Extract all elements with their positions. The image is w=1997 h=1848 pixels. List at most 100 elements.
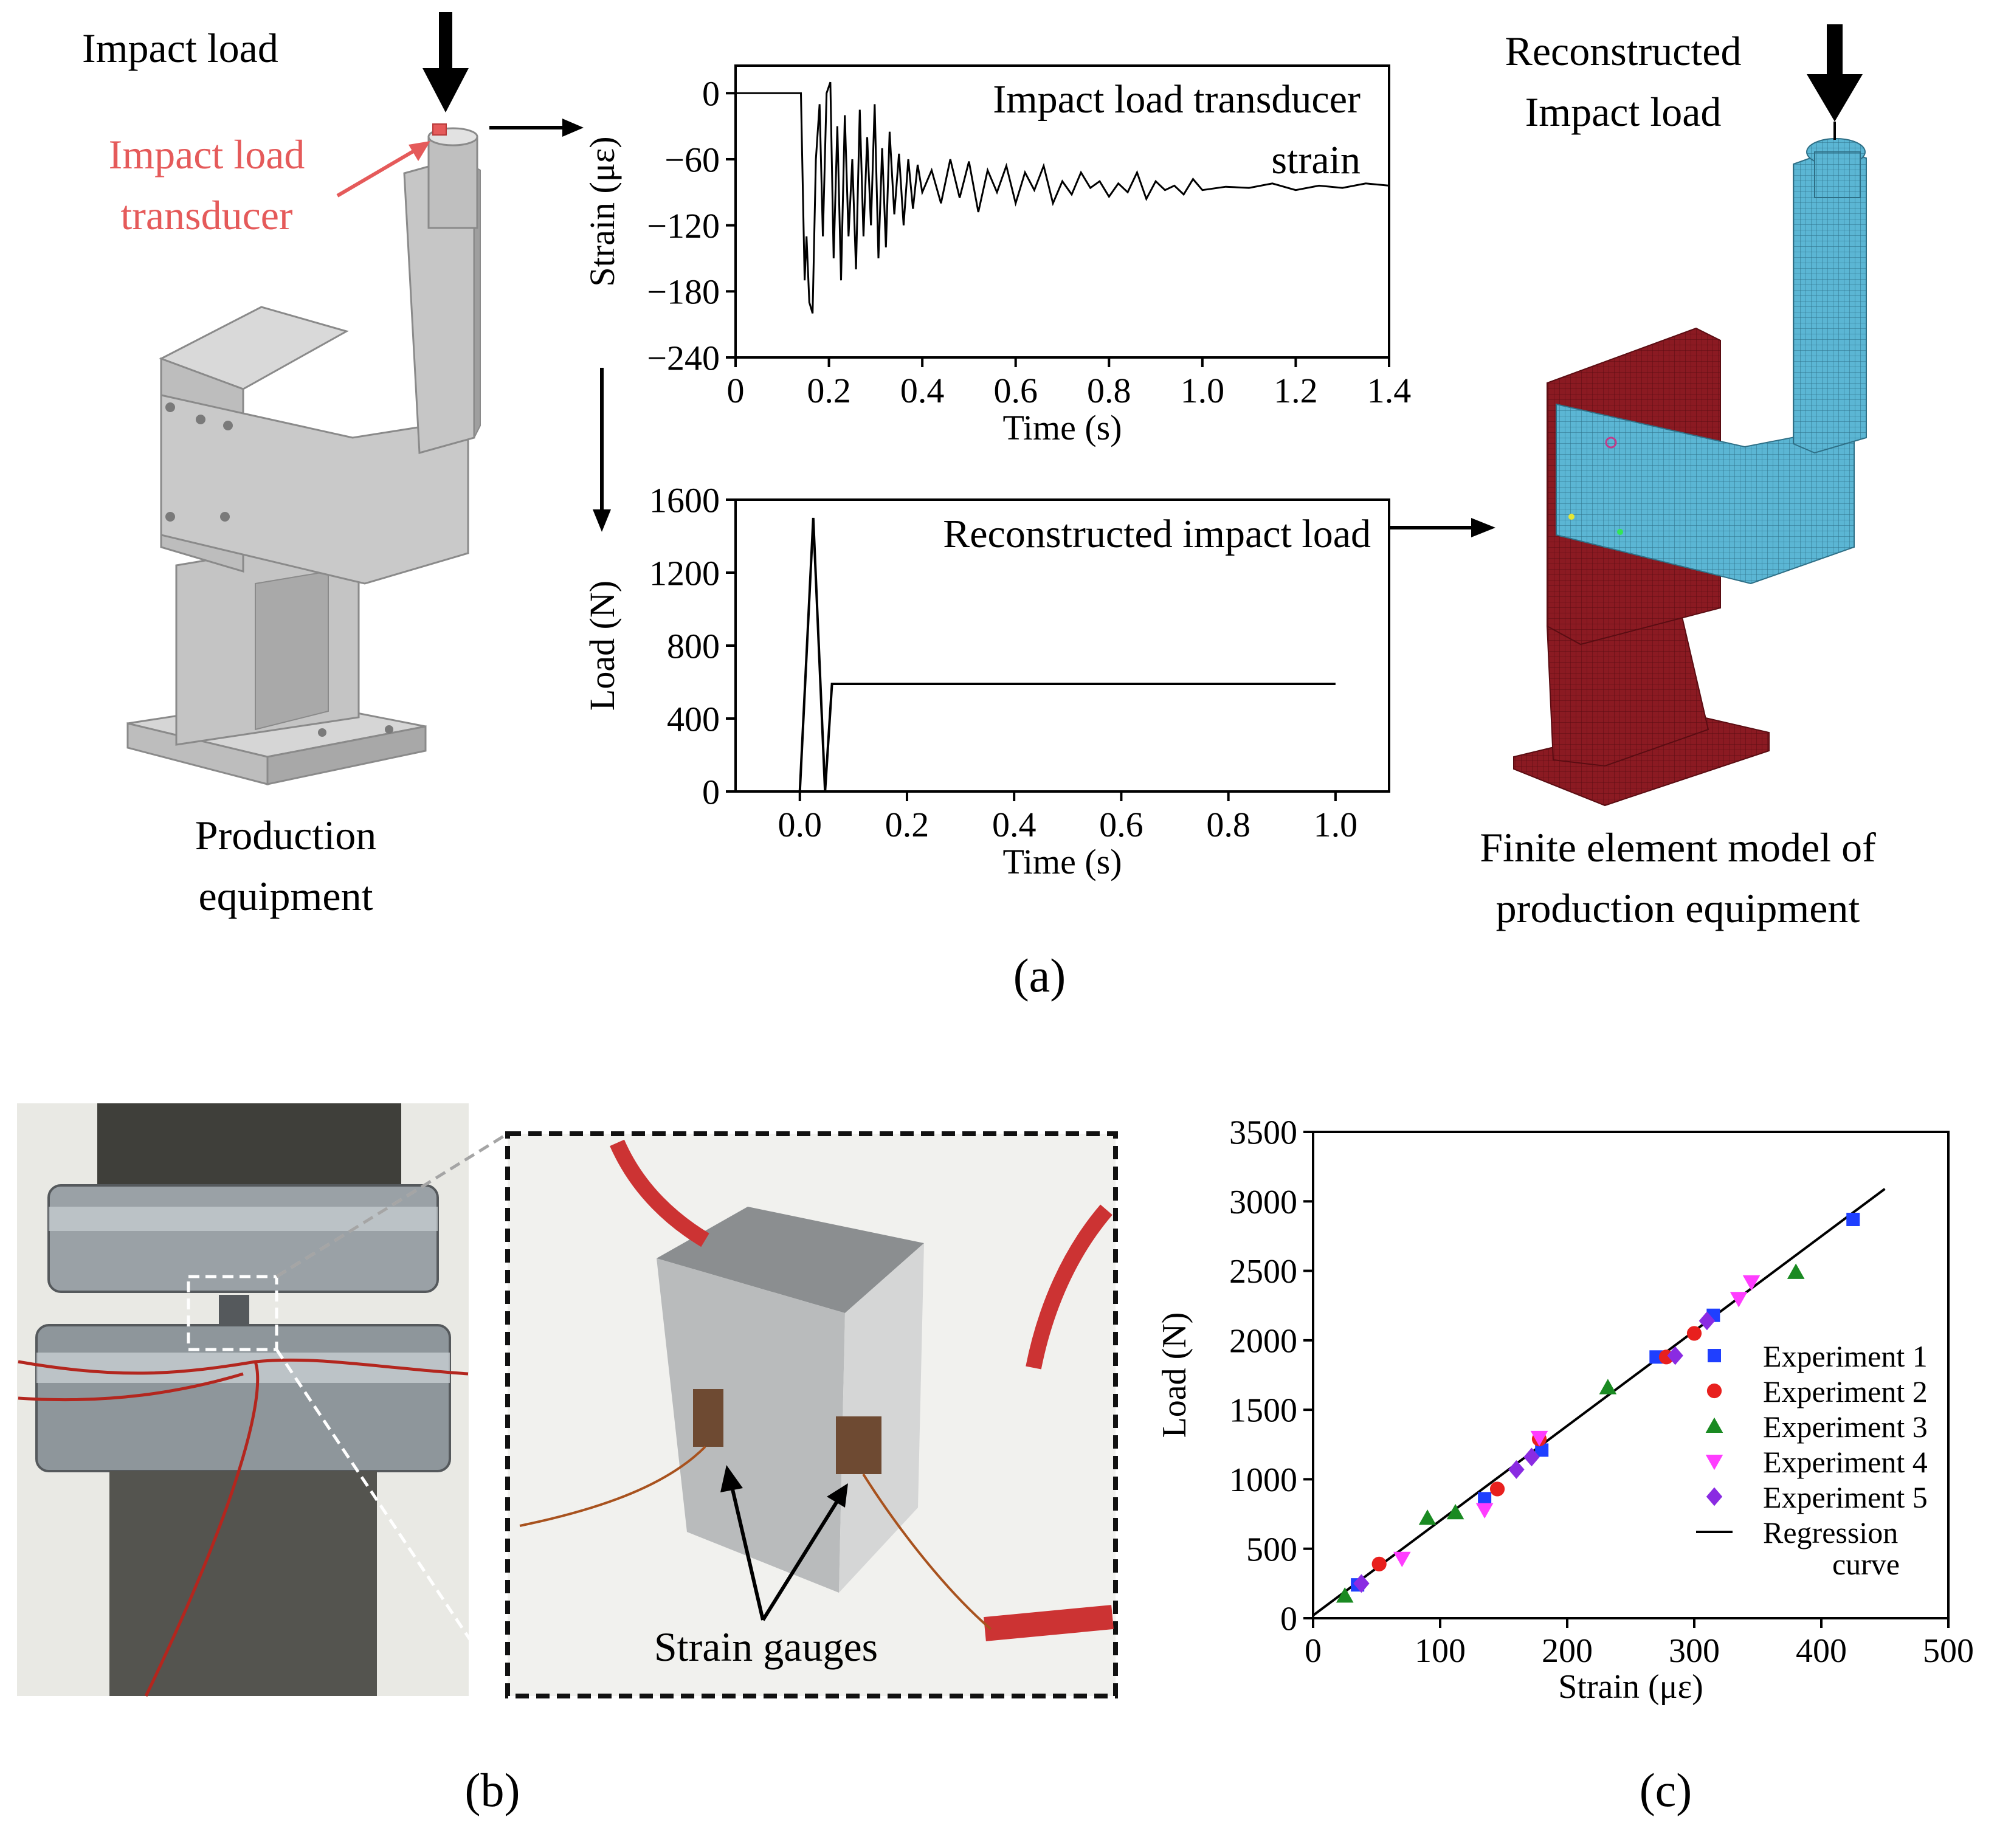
y-tick-label: 3000 — [1229, 1184, 1297, 1221]
chart-title-line2: strain — [1271, 138, 1361, 182]
strain-series-line — [736, 81, 1390, 314]
y-tick-label: 0 — [702, 74, 720, 114]
x-tick-label: 0.2 — [807, 371, 851, 410]
data-point — [1523, 1447, 1540, 1467]
transducer-pointer-arrow — [336, 141, 430, 198]
x-tick-label: 0.4 — [900, 371, 945, 410]
x-tick-label: 0.8 — [1206, 805, 1250, 844]
data-point — [1508, 1460, 1525, 1479]
strain-gauge-closeup-photo — [505, 1131, 1118, 1698]
y-tick-label: 0 — [702, 772, 720, 812]
data-point — [1418, 1509, 1437, 1525]
x-tick-label: 0.0 — [778, 805, 822, 844]
regression-line — [1312, 1188, 1886, 1617]
legend-marker — [1706, 1487, 1723, 1506]
impact-load-arrow — [423, 12, 469, 112]
y-tick-label: −120 — [647, 206, 720, 246]
x-tick-label: 0.6 — [993, 371, 1038, 410]
fe-model-label-line2: production equipment — [1495, 885, 1860, 931]
x-tick-label: 1.0 — [1314, 805, 1358, 844]
data-point — [1846, 1213, 1860, 1226]
chart-title-line1: Impact load transducer — [993, 77, 1361, 122]
fe-model-label-line1: Finite element model of — [1480, 824, 1876, 871]
x-tick-label: 200 — [1542, 1632, 1593, 1670]
x-tick-label: 500 — [1923, 1632, 1974, 1670]
data-point — [1535, 1443, 1549, 1457]
y-tick-label: 800 — [667, 626, 720, 666]
x-tick-label: 100 — [1415, 1632, 1466, 1670]
legend-label: Experiment 3 — [1763, 1410, 1928, 1444]
data-point — [1336, 1587, 1354, 1603]
panel-c-caption: (c) — [1639, 1764, 1692, 1816]
reconstructed-load-arrow — [1807, 24, 1863, 140]
strain-gauges-label: Strain gauges — [654, 1624, 878, 1670]
x-tick-label: 0 — [727, 371, 745, 410]
panel-a-caption: (a) — [1013, 949, 1066, 1002]
x-tick-label: 300 — [1669, 1632, 1720, 1670]
legend-label: Experiment 2 — [1763, 1374, 1928, 1408]
production-label-line1: Production — [195, 812, 377, 858]
data-point — [1478, 1492, 1492, 1506]
fixture-photo — [17, 1103, 509, 1697]
y-tick-label: 1500 — [1229, 1392, 1297, 1430]
transducer-label-line1: Impact load — [108, 131, 305, 178]
x-tick-label: 0.6 — [1099, 805, 1143, 844]
chart-title: Reconstructed impact load — [943, 512, 1371, 556]
legend-marker — [1706, 1383, 1722, 1399]
flow-arrows — [489, 119, 1495, 537]
x-tick-label: 0.2 — [885, 805, 930, 844]
legend-marker — [1705, 1417, 1723, 1433]
x-tick-label: 0.8 — [1087, 371, 1131, 410]
fe-model-drawing — [1513, 138, 1867, 807]
data-point — [1686, 1326, 1702, 1341]
x-tick-label: 1.4 — [1367, 371, 1412, 410]
legend-label: Experiment 4 — [1763, 1445, 1928, 1479]
y-tick-label: 2000 — [1229, 1322, 1297, 1360]
x-axis-label: Time (s) — [1002, 408, 1122, 447]
data-point — [1667, 1346, 1683, 1365]
production-label-line2: equipment — [198, 873, 373, 919]
y-tick-label: 1200 — [649, 553, 720, 593]
data-point — [1742, 1275, 1761, 1291]
legend-marker — [1708, 1349, 1721, 1362]
legend-label: Experiment 1 — [1763, 1339, 1928, 1373]
data-point — [1599, 1379, 1617, 1395]
load-series-line — [798, 517, 1336, 792]
y-tick-label: 1600 — [649, 480, 720, 520]
impact-load-label: Impact load — [82, 25, 278, 71]
x-axis-label: Time (s) — [1002, 842, 1122, 881]
y-tick-label: 1000 — [1229, 1461, 1297, 1499]
y-tick-label: 500 — [1246, 1531, 1297, 1568]
legend-label: Regression — [1763, 1515, 1898, 1550]
reconstructed-label-line2: Impact load — [1525, 89, 1722, 135]
data-point — [1530, 1430, 1548, 1447]
production-equipment-drawing — [126, 123, 481, 785]
x-tick-label: 1.2 — [1274, 371, 1318, 410]
data-point — [1489, 1481, 1505, 1497]
y-axis-label: Load (N) — [582, 581, 622, 711]
y-tick-label: 3500 — [1229, 1114, 1297, 1152]
data-point — [1730, 1292, 1748, 1308]
reconstructed-label-line1: Reconstructed — [1505, 28, 1742, 74]
y-axis-label: Strain (με) — [582, 136, 622, 286]
transducer-label-line2: transducer — [120, 192, 293, 238]
data-point — [1699, 1311, 1716, 1331]
legend-marker — [1705, 1455, 1723, 1470]
x-tick-label: 400 — [1796, 1632, 1847, 1670]
panel-b-caption: (b) — [464, 1764, 520, 1816]
data-point — [1787, 1263, 1805, 1279]
x-tick-label: 0 — [1305, 1632, 1322, 1670]
plot-frame — [734, 64, 1390, 359]
x-axis-label: Strain (με) — [1558, 1668, 1703, 1706]
data-point — [1371, 1556, 1387, 1571]
data-point — [1353, 1574, 1370, 1593]
y-tick-label: −240 — [647, 338, 720, 378]
dashed-connector — [275, 1132, 509, 1278]
data-point — [1649, 1350, 1663, 1364]
y-tick-label: 400 — [667, 699, 720, 739]
y-tick-label: 0 — [1280, 1601, 1297, 1638]
